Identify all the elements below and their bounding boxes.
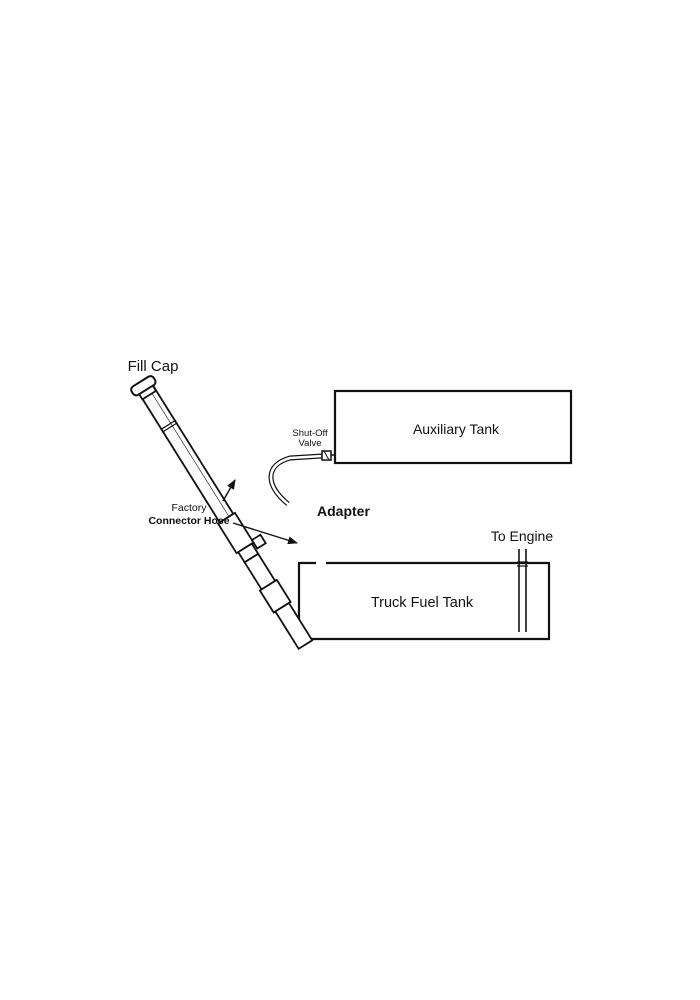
- truck-fuel-tank-box: [297, 561, 551, 641]
- shut-off-valve-icon: [321, 450, 335, 461]
- factory-hose-arrow-up: [222, 479, 236, 502]
- fill-cap-icon: [130, 375, 158, 401]
- to-engine-label: To Engine: [491, 528, 553, 544]
- shut-off-valve-label-line2: Valve: [298, 438, 321, 449]
- adapter-label: Adapter: [317, 503, 370, 519]
- engine-feed-pipe: [517, 549, 528, 632]
- fill-cap-label: Fill Cap: [128, 358, 179, 375]
- tank-inlet-pipe: [274, 601, 314, 651]
- filler-neck-assembly: [138, 385, 314, 651]
- factory-label: Factory: [171, 502, 207, 514]
- auxiliary-tank-label: Auxiliary Tank: [413, 421, 500, 437]
- shut-off-valve-label-line1: Shut-Off: [292, 428, 328, 439]
- truck-fuel-tank-label: Truck Fuel Tank: [371, 595, 474, 611]
- auxiliary-tank-box: [333, 389, 573, 465]
- connector-hose-label: Connector Hose: [148, 515, 229, 527]
- adapter-tee: [250, 533, 267, 550]
- connector-hose-arrow-right: [232, 522, 298, 545]
